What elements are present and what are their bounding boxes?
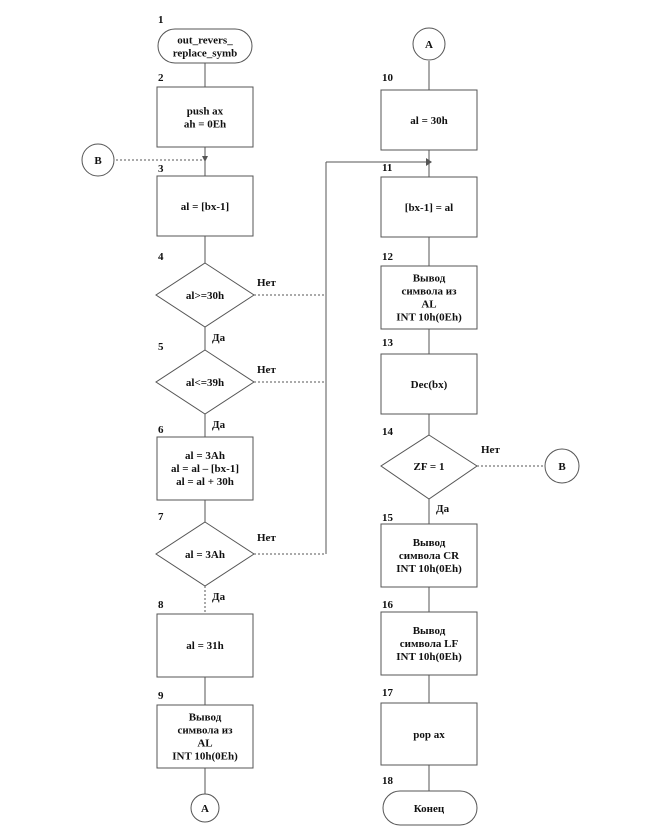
arrowheads [202,156,432,166]
block-7-text-line: al = 3Ah [185,549,225,561]
arrow-into-block-11 [426,158,432,166]
connector-a-top [412,27,446,61]
block-number-1: 1 [158,14,164,26]
process-block-8 [156,613,254,678]
block-11-text-line: [bx-1] = al [405,202,453,214]
block-9-text-line: INT 10h(0Eh) [172,751,238,763]
decision-block-7 [155,521,255,587]
yes-label-14: Да [436,503,450,515]
process-block-13 [380,353,478,415]
block-17-text-line: pop ax [413,729,445,741]
block-9-text-line: AL [197,738,212,750]
block-number-17: 17 [382,687,394,699]
decision-block-4 [155,262,255,328]
block-12-text-line: INT 10h(0Eh) [396,312,462,324]
connector-labels: B A A B [94,39,566,815]
block-15-text-line: символа CR [399,550,460,562]
block-number-2: 2 [158,72,164,84]
block-number-14: 14 [382,426,394,438]
block-number-8: 8 [158,599,164,611]
block-16-text-line: Вывод [413,625,446,637]
block-14-text-line: ZF = 1 [414,461,445,473]
block-number-12: 12 [382,251,394,263]
block-number-16: 16 [382,599,394,611]
connector-a-bottom-label: A [201,803,209,815]
process-block-11 [380,176,478,238]
block-10-text-line: al = 30h [410,115,447,127]
connector-a-bottom [190,793,220,823]
block-12-text-line: Вывод [413,273,446,285]
block-15-text-line: INT 10h(0Eh) [396,563,462,575]
decision-block-14 [380,434,478,500]
block-6-text-line: al = al – [bx-1] [171,463,239,475]
block-15-text-line: Вывод [413,537,446,549]
connector-b-left [81,143,115,177]
process-block-6 [156,436,254,501]
process-block-16 [380,611,478,676]
process-block-17 [380,702,478,766]
terminator-start [157,28,253,64]
block-number-7: 7 [158,511,164,523]
yes-label-5: Да [212,419,226,431]
block-number-4: 4 [158,251,164,263]
block-2-text-line: ah = 0Eh [184,119,226,131]
process-block-3 [156,175,254,237]
block-5-text-line: al<=39h [186,377,224,389]
connector-a-top-label: A [425,39,433,51]
block-number-15: 15 [382,512,394,524]
block-16-text-line: INT 10h(0Eh) [396,651,462,663]
block-6-text-line: al = al + 30h [176,476,234,488]
block-16-text-line: символа LF [400,638,459,650]
shapes [81,27,580,826]
block-number-18: 18 [382,775,394,787]
no-label-14: Нет [481,444,500,456]
connector-b-right [544,448,580,484]
block-number-5: 5 [158,341,164,353]
no-label-5: Нет [257,364,276,376]
decision-block-5 [155,349,255,415]
block-number-13: 13 [382,337,394,349]
block-13-text-line: Dec(bx) [411,379,448,391]
block-12-text-line: AL [421,299,436,311]
block-18-text-line: Конец [414,803,445,815]
block-6-text-line: al = 3Ah [185,450,225,462]
arrow-into-block-3 [202,156,208,162]
edge-labels: Нет Нет Нет Нет Да Да Да Да [212,277,500,603]
process-block-15 [380,523,478,588]
block-number-10: 10 [382,72,394,84]
block-number-11: 11 [382,162,392,174]
process-block-12 [380,265,478,330]
block-4-text-line: al>=30h [186,290,224,302]
connector-b-left-label: B [94,155,102,167]
block-8-text-line: al = 31h [186,640,223,652]
block-3-text-line: al = [bx-1] [181,201,229,213]
process-block-9 [156,704,254,769]
block-number-3: 3 [158,163,164,175]
no-label-7: Нет [257,532,276,544]
yes-label-7: Да [212,591,226,603]
block-9-text-line: Вывод [189,712,222,724]
process-block-10 [380,89,478,151]
no-label-4: Нет [257,277,276,289]
block-1-text-line: out_revers_ [177,35,233,47]
block-2-text-line: push ax [187,106,224,118]
process-block-2 [156,86,254,148]
block-number-6: 6 [158,424,164,436]
block-9-text-line: символа из [177,725,233,737]
flow-lines [116,61,545,794]
block-12-text-line: символа из [401,286,457,298]
block-1-text-line: replace_symb [173,48,238,60]
yes-label-4: Да [212,332,226,344]
block-number-9: 9 [158,690,164,702]
terminator-end [382,790,478,826]
connector-b-right-label: B [558,461,566,473]
